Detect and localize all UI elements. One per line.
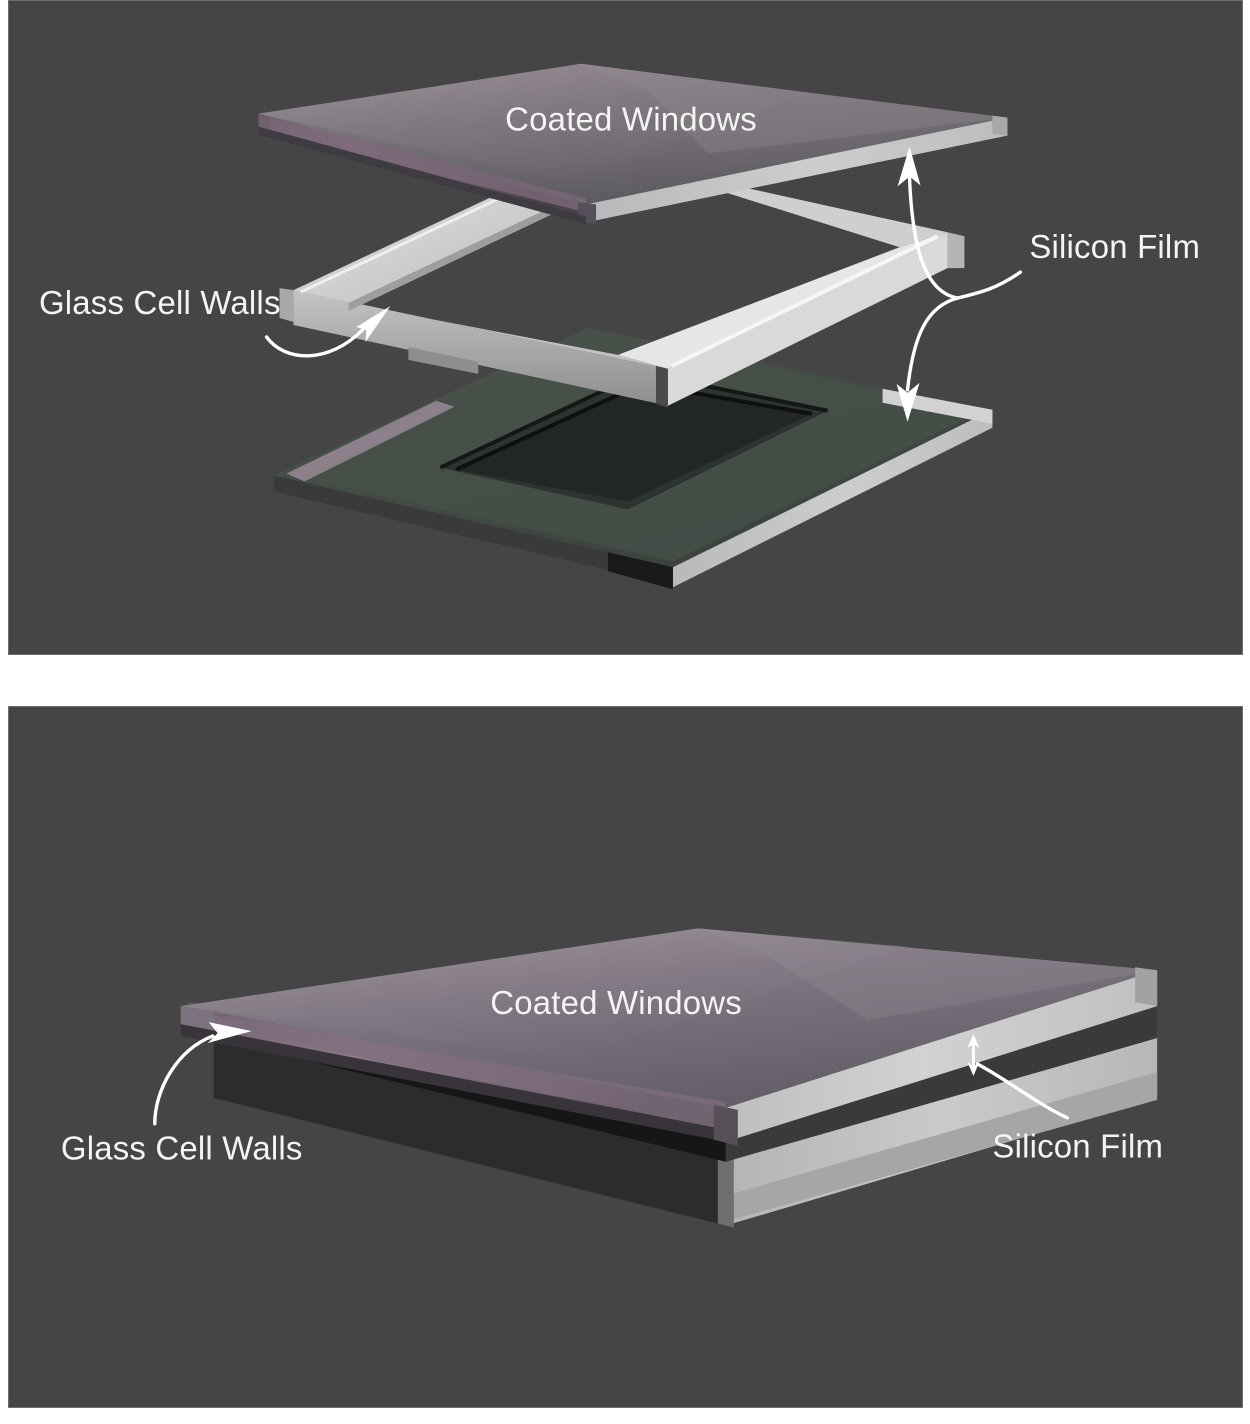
exploded-view-drawing: Coated Windows Glass Cell Walls Silicon … — [39, 63, 1200, 590]
top-window-sheen-2 — [697, 928, 1158, 1021]
bottom-plate-front-shadow — [608, 552, 673, 590]
label-coated-windows-assembled: Coated Windows — [490, 984, 742, 1021]
label-coated-windows-exploded: Coated Windows — [505, 101, 757, 138]
assembled-silicon-film-leader — [975, 1062, 1069, 1120]
silicon-film-arrowhead-up — [897, 146, 921, 187]
top-plate-sheen — [258, 63, 808, 181]
label-glass-cell-walls-assembled: Glass Cell Walls — [61, 1130, 303, 1167]
wall-front-right-side — [667, 232, 948, 406]
assembled-silicon-film-arrowhead-down — [967, 1061, 980, 1076]
assembled-silicon-film-arrowhead-up — [967, 1034, 980, 1049]
top-window-front-corner — [713, 1104, 738, 1146]
wall-front-left-side — [293, 290, 668, 406]
bottom-window-front-corner — [717, 1153, 734, 1228]
top-plate-mauve-bevel-wide — [270, 118, 587, 213]
assembled-leaders — [153, 1022, 1069, 1126]
bottom-plate-mauve-strip — [286, 400, 455, 482]
top-plate-sheen-2 — [581, 63, 1008, 154]
bottom-plate-left-edge — [273, 475, 673, 586]
top-plate-right-endcap — [992, 115, 1008, 136]
wall-right-tab — [947, 232, 965, 269]
silicon-film-leader-trunk — [955, 270, 1023, 300]
wall-front-corner-shadow — [655, 365, 668, 408]
top-window-left-notch — [180, 1006, 214, 1031]
top-window-right-endcap — [1135, 967, 1158, 1007]
exploded-labels: Coated Windows Glass Cell Walls Silicon … — [39, 101, 1200, 321]
label-silicon-film-exploded: Silicon Film — [1029, 228, 1200, 265]
wall-lower-left-ledge — [408, 346, 479, 374]
bottom-window-front-left-face — [213, 1036, 726, 1226]
assembled-top-window — [180, 928, 1158, 1146]
glass-cell-walls-arrowhead — [356, 306, 391, 342]
top-plate-underside-left — [258, 126, 587, 225]
exploded-leaders — [264, 146, 1023, 422]
wall-front-right-top — [618, 232, 948, 369]
silicon-film-arrowhead-down — [896, 382, 920, 422]
exploded-top-plate — [258, 63, 1008, 225]
cell-gap-front-right — [725, 1006, 1158, 1162]
bottom-plate-silicon-film-right — [672, 409, 993, 588]
assembled-labels: Coated Windows Glass Cell Walls Silicon … — [61, 984, 1163, 1167]
panel-assembled-view: Coated Windows Glass Cell Walls Silicon … — [8, 706, 1243, 1408]
assembled-view-drawing: Coated Windows Glass Cell Walls Silicon … — [61, 928, 1163, 1228]
label-glass-cell-walls-exploded: Glass Cell Walls — [39, 284, 281, 321]
assembled-glass-cell-walls-leader — [153, 1034, 215, 1126]
silicon-film-leader-down-branch — [905, 296, 960, 392]
wall-highlight-front-right — [671, 234, 939, 368]
assembled-glass-cell-walls-arrowhead — [207, 1022, 252, 1044]
silicon-film-leader-up-branch — [907, 176, 960, 300]
top-plate-silicon-film-edge — [586, 117, 1008, 223]
top-window-sheen — [180, 928, 908, 1058]
top-window-mauve-bevel-2 — [194, 1012, 726, 1130]
glass-cell-walls-leader — [264, 327, 366, 358]
bottom-plate-cavity-inner — [454, 381, 814, 502]
exploded-bottom-plate — [273, 327, 993, 590]
wall-left-tab — [279, 288, 294, 323]
top-window-underside-sliver — [180, 1024, 726, 1142]
top-window-silicon-film-band — [725, 970, 1158, 1142]
panel-exploded-view: Coated Windows Glass Cell Walls Silicon … — [8, 0, 1243, 655]
label-silicon-film-assembled: Silicon Film — [992, 1128, 1163, 1165]
